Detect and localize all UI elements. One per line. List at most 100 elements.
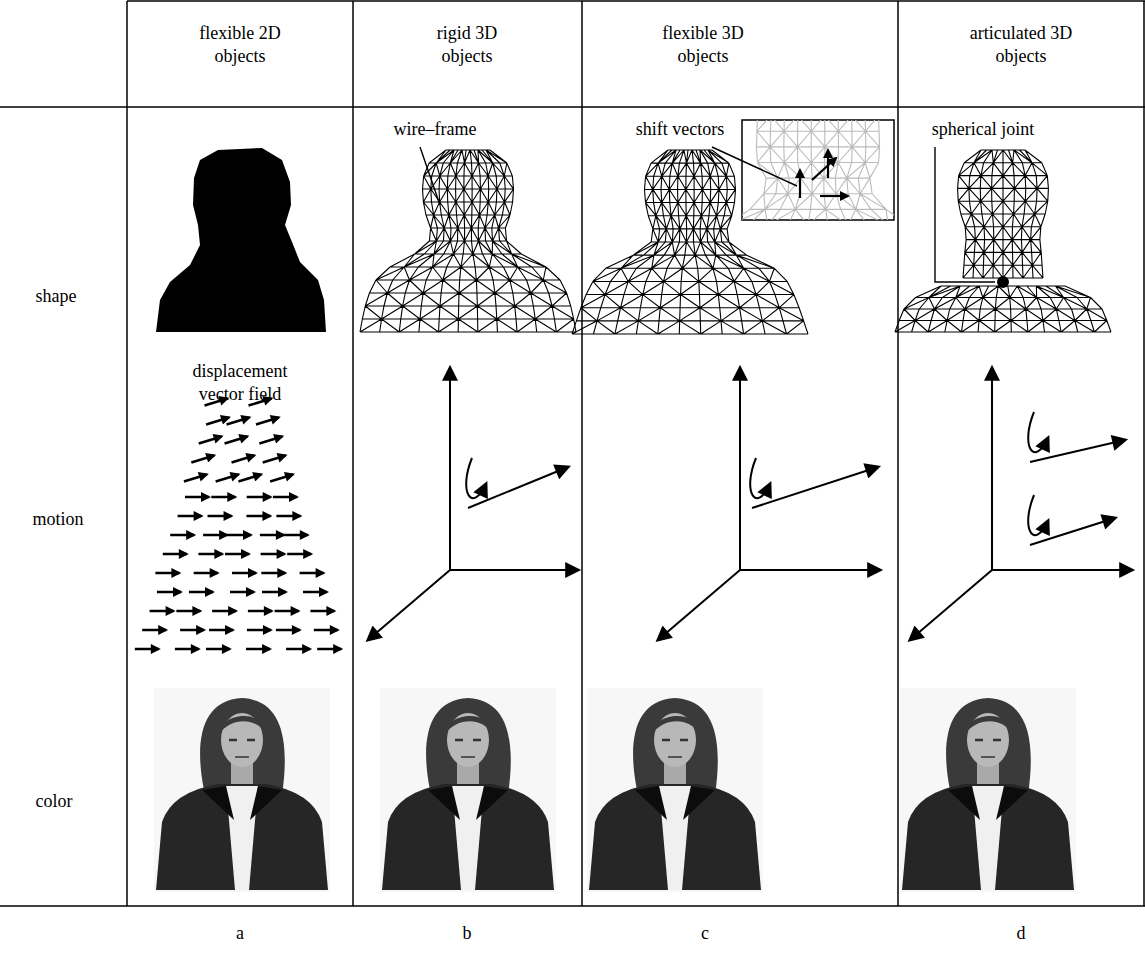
displacement-arrow: [246, 648, 270, 651]
jacket: [589, 784, 761, 890]
displacement-arrow: [247, 629, 271, 632]
annotation: spherical joint: [908, 118, 1058, 141]
column-letter: b: [447, 922, 487, 945]
wire-frame-mesh: [360, 150, 576, 332]
column-letter: d: [1001, 922, 1041, 945]
axis-arrow: [910, 570, 992, 640]
displacement-arrow: [248, 610, 272, 613]
hair: [633, 698, 718, 795]
displacement-arrow: [276, 515, 300, 518]
inset-mesh: [742, 120, 894, 220]
mouth: [235, 756, 249, 758]
row-heading: shape: [6, 285, 106, 308]
displacement-arrow: [260, 534, 284, 537]
displacement-arrow: [163, 553, 187, 556]
table-rule: [127, 0, 1145, 2]
table-rule: [352, 1, 354, 906]
table-grid: [0, 1, 1145, 906]
shift-vector-inset: [728, 100, 908, 225]
displacement-arrow: [180, 629, 204, 632]
displacement-arrow: [212, 610, 236, 613]
translation-arrow: [752, 467, 878, 508]
displacement-arrow: [256, 417, 279, 424]
axis-arrow: [991, 368, 993, 570]
coordinate-axes: [910, 368, 1132, 640]
collar: [428, 786, 508, 820]
displacement-arrow: [135, 648, 159, 651]
photo-background: [900, 688, 1076, 892]
displacement-vector-field: [135, 398, 341, 649]
displacement-arrow: [178, 515, 202, 518]
shirt: [659, 786, 691, 890]
fringe: [964, 716, 1012, 735]
table-rule: [897, 1, 899, 906]
rotation-arrow: [1028, 412, 1048, 452]
head-wire-frame: [958, 150, 1049, 278]
displacement-arrow: [246, 515, 270, 518]
displacement-arrow: [314, 629, 338, 632]
wire-frame-mesh: [895, 286, 1111, 332]
displacement-arrow: [157, 591, 181, 594]
eyes: [975, 739, 1001, 742]
fringe: [218, 716, 266, 735]
portrait-photo: [154, 688, 330, 892]
displacement-arrow: [232, 572, 256, 575]
translation-arrow: [468, 467, 568, 508]
axis-arrow: [450, 569, 578, 571]
displacement-arrow: [194, 572, 218, 575]
displacement-arrow: [287, 553, 311, 556]
displacement-arrow: [189, 591, 213, 594]
shirt: [226, 786, 258, 890]
displacement-arrow: [227, 534, 251, 537]
hair: [200, 698, 285, 795]
table-rule: [0, 106, 1145, 108]
hair: [946, 698, 1031, 795]
axis-arrow: [992, 569, 1132, 571]
displacement-arrow: [284, 534, 308, 537]
axis-arrow: [658, 570, 740, 640]
displacement-arrow: [155, 572, 179, 575]
column-letter: a: [220, 922, 260, 945]
body-wire-frame: [895, 286, 1111, 332]
displacement-arrow: [198, 553, 222, 556]
jacket: [382, 784, 554, 890]
photo-background: [154, 688, 330, 892]
column-heading: articulated 3D objects: [966, 22, 1076, 67]
displacement-arrow: [216, 474, 239, 481]
displacement-arrow: [273, 496, 297, 499]
wire-frame-mesh: [742, 120, 894, 220]
table-rule: [0, 905, 1145, 907]
displacement-arrow: [303, 591, 327, 594]
coordinate-axes: [658, 368, 880, 640]
rotation-arrow: [466, 458, 486, 498]
eyes: [229, 739, 255, 742]
portrait-photo: [900, 688, 1076, 892]
shift-vector-arrow: [820, 195, 848, 197]
displacement-arrow: [142, 629, 166, 632]
displacement-arrow: [261, 553, 285, 556]
silhouette: [156, 148, 326, 332]
shift-vector-arrow: [827, 150, 829, 178]
rigid-motion: [750, 458, 878, 508]
axis-arrow: [740, 569, 880, 571]
displacement-arrow: [261, 572, 285, 575]
displacement-arrow: [276, 629, 300, 632]
mouth: [668, 756, 682, 758]
rotation-arrow: [750, 458, 770, 498]
spherical-joint-dot: [997, 276, 1009, 288]
displacement-arrow: [227, 417, 250, 424]
displacement-arrow: [247, 496, 271, 499]
hair: [426, 698, 511, 795]
row-heading: color: [4, 790, 104, 813]
shirt: [972, 786, 1004, 890]
jacket: [902, 784, 1074, 890]
rotation-arrow: [1028, 495, 1048, 535]
displacement-arrow: [209, 629, 233, 632]
displacement-arrow: [238, 474, 261, 481]
collar: [202, 786, 282, 820]
leader-line: [712, 147, 797, 186]
row-heading: motion: [8, 508, 108, 531]
mouth: [981, 756, 995, 758]
